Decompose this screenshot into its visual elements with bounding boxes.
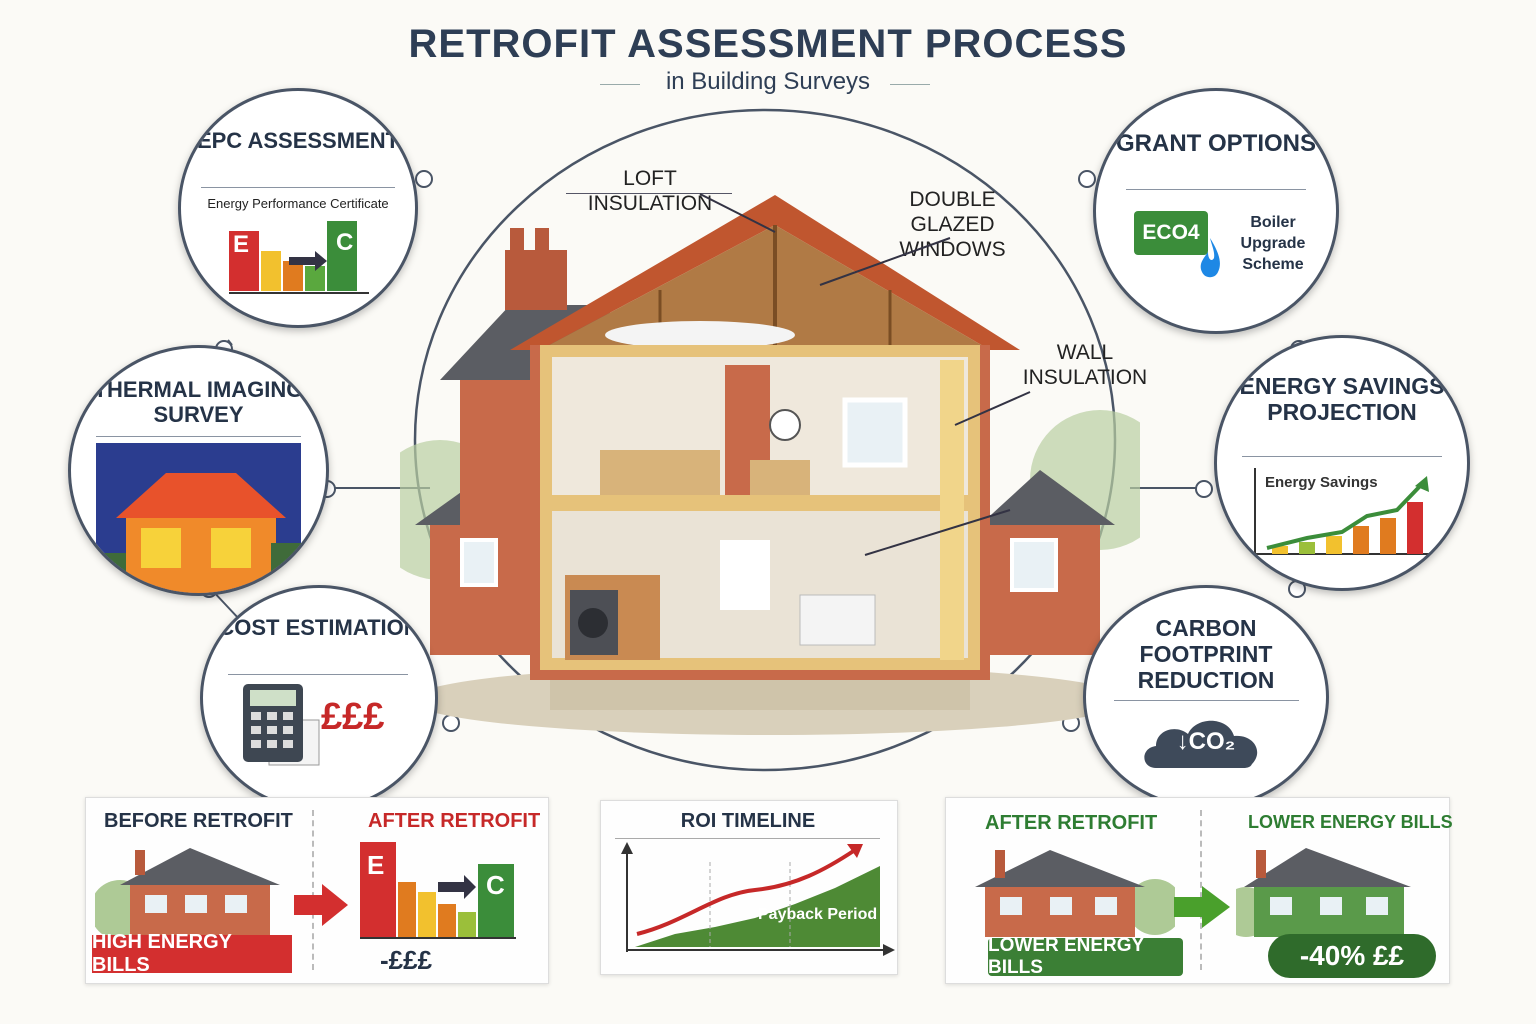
roi-rule [615,838,880,839]
savings-badge: -40% ££ [1268,934,1436,978]
co2-text: ↓CO₂ [1176,728,1236,755]
step-thermal-imaging: THERMAL IMAGING SURVEY [68,345,329,596]
lower-energy-bills-title: LOWER ENERGY BILLS [1248,812,1453,832]
after-retrofit-green-title: AFTER RETROFIT [985,812,1158,834]
arrow-right-green [1174,886,1230,928]
cost-symbol: £££ [321,696,385,738]
house-before-illustration [95,848,280,940]
roi-title: ROI TIMELINE [680,810,816,832]
grant-title: GRANT OPTIONS [1115,130,1316,157]
thermal-title: THERMAL IMAGING SURVEY [93,377,304,427]
lower-energy-bills-banner: LOWER ENERGY BILLS [988,935,1183,978]
connector-dot [415,170,433,188]
roi-chart [621,842,895,956]
step-energy-savings: ENERGY SAVINGS PROJECTION Energy Savings [1214,335,1470,591]
connector-dot [1195,480,1213,498]
subtitle-rule-right [890,84,930,85]
subtitle-rule-left [600,84,640,85]
epc-title: EPC ASSESSMENT [196,128,400,153]
payback-period-label: Payback Period [758,906,878,923]
step-grant-options: GRANT OPTIONS ECO4 Boiler Upgrade Scheme [1093,88,1339,334]
connector-dot [1078,170,1096,188]
calculator-icon [243,684,320,766]
after-rating-chart [360,842,516,939]
label-wall-insulation: WALL INSULATION [1022,341,1148,390]
page-title: RETROFIT ASSESSMENT PROCESS [408,22,1128,66]
thermal-image [96,443,301,593]
house-after-illustration [975,850,1175,937]
step-epc-assessment: EPC ASSESSMENT Energy Performance Certif… [178,88,418,328]
carbon-title: CARBON FOOTPRINT REDUCTION [1137,615,1275,693]
arrow-right-red [294,884,348,926]
eco4-badge: ECO4 [1134,211,1208,255]
panel-divider [1200,810,1203,970]
boiler-upgrade-scheme: Boiler Upgrade Scheme [1240,214,1306,273]
label-rule [566,193,732,194]
after-to-rating: C [486,870,505,900]
epc-to-rating: C [336,229,354,256]
savings-title: ENERGY SAVINGS PROJECTION [1239,373,1445,425]
flame-icon [1200,238,1220,278]
before-retrofit-title: BEFORE RETROFIT [104,810,293,832]
label-loft-insulation: LOFT INSULATION [587,167,713,216]
house-cutaway-illustration [400,195,1140,735]
after-from-rating: E [367,850,385,880]
cloud-icon [1144,720,1258,768]
after-retrofit-title: AFTER RETROFIT [368,810,541,832]
savings-chart-label: Energy Savings [1265,474,1378,491]
epc-rating-chart [229,221,369,294]
step-carbon-footprint: CARBON FOOTPRINT REDUCTION ↓CO₂ [1083,585,1329,809]
after-saving-text: -£££ [380,945,433,975]
house-green-illustration [1236,848,1411,937]
high-energy-bills-banner: HIGH ENERGY BILLS [92,931,292,976]
epc-subtitle: Energy Performance Certificate [207,196,389,211]
cost-title: COST ESTIMATION [218,615,420,640]
page-subtitle: in Building Surveys [665,68,871,95]
epc-from-rating: E [233,231,250,258]
savings-chart [1254,468,1435,556]
step-cost-estimation: COST ESTIMATION £££ [200,585,438,811]
label-double-glazed-windows: DOUBLE GLAZED WINDOWS [899,188,1006,262]
panel-divider [312,810,315,970]
